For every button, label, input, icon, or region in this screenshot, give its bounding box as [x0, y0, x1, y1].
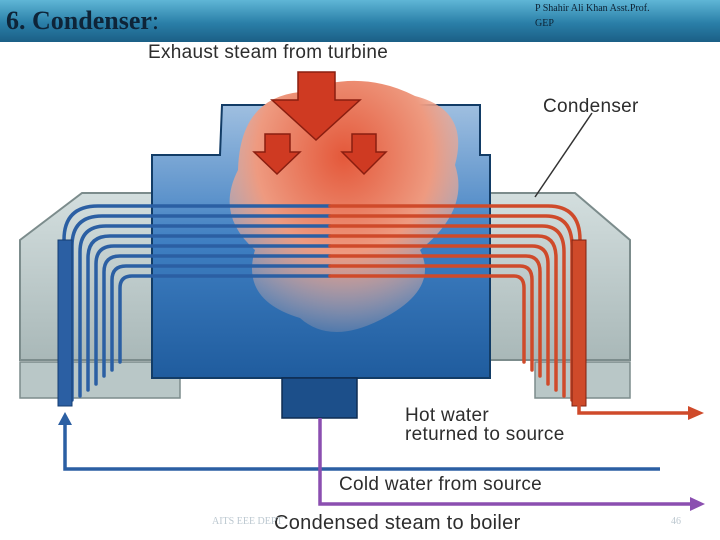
hot-water-label-line1: Hot water	[405, 405, 490, 426]
slide-title: 6. Condenser:	[6, 6, 159, 36]
steam-arrows	[252, 71, 388, 176]
slide-title-text: 6. Condenser	[6, 6, 152, 35]
hot-water-header	[571, 239, 587, 407]
condenser-pointer-line	[534, 112, 593, 198]
author-name: P Shahir Ali Khan Asst.Prof.	[535, 3, 650, 14]
title-bar	[0, 0, 720, 42]
author-info: P Shahir Ali Khan Asst.Prof. GEP	[535, 1, 715, 31]
condensed-steam-label: Condensed steam to boiler	[274, 512, 521, 534]
hot-water-label-line2: returned to source	[405, 424, 565, 445]
page-number: 46	[671, 516, 681, 527]
exhaust-steam-label: Exhaust steam from turbine	[148, 42, 389, 63]
cold-water-label: Cold water from source	[339, 474, 543, 495]
hot-water-pipe	[577, 404, 688, 415]
tube-cold	[102, 254, 332, 378]
tube-hot	[328, 274, 526, 364]
condenser-label: Condenser	[543, 96, 639, 117]
tube-cold	[78, 224, 332, 398]
cold-water-arrow	[58, 412, 72, 425]
condenser-diagram	[19, 71, 705, 511]
tube-hot	[328, 224, 566, 398]
condensate-arrow	[690, 497, 705, 511]
tube-cold	[110, 264, 332, 372]
tube-cold	[118, 274, 332, 364]
tube-cold	[86, 234, 332, 392]
tube-hot	[328, 244, 550, 386]
steam-arrow-right	[340, 133, 388, 176]
author-college: GEP	[535, 18, 554, 29]
tube-hot	[328, 254, 542, 378]
slide-title-colon: :	[151, 6, 160, 35]
cold-water-pipe	[63, 425, 660, 471]
steam-arrow-left	[252, 133, 302, 176]
hot-water-arrow	[688, 406, 704, 420]
tube-cold	[94, 244, 332, 386]
tube-hot	[328, 234, 558, 392]
cold-water-header	[57, 239, 73, 407]
condensate-pipe	[318, 418, 690, 506]
steam-arrow-large	[270, 71, 362, 142]
footer-department: AITS EEE DEPT	[212, 516, 283, 527]
tube-hot	[328, 264, 534, 372]
